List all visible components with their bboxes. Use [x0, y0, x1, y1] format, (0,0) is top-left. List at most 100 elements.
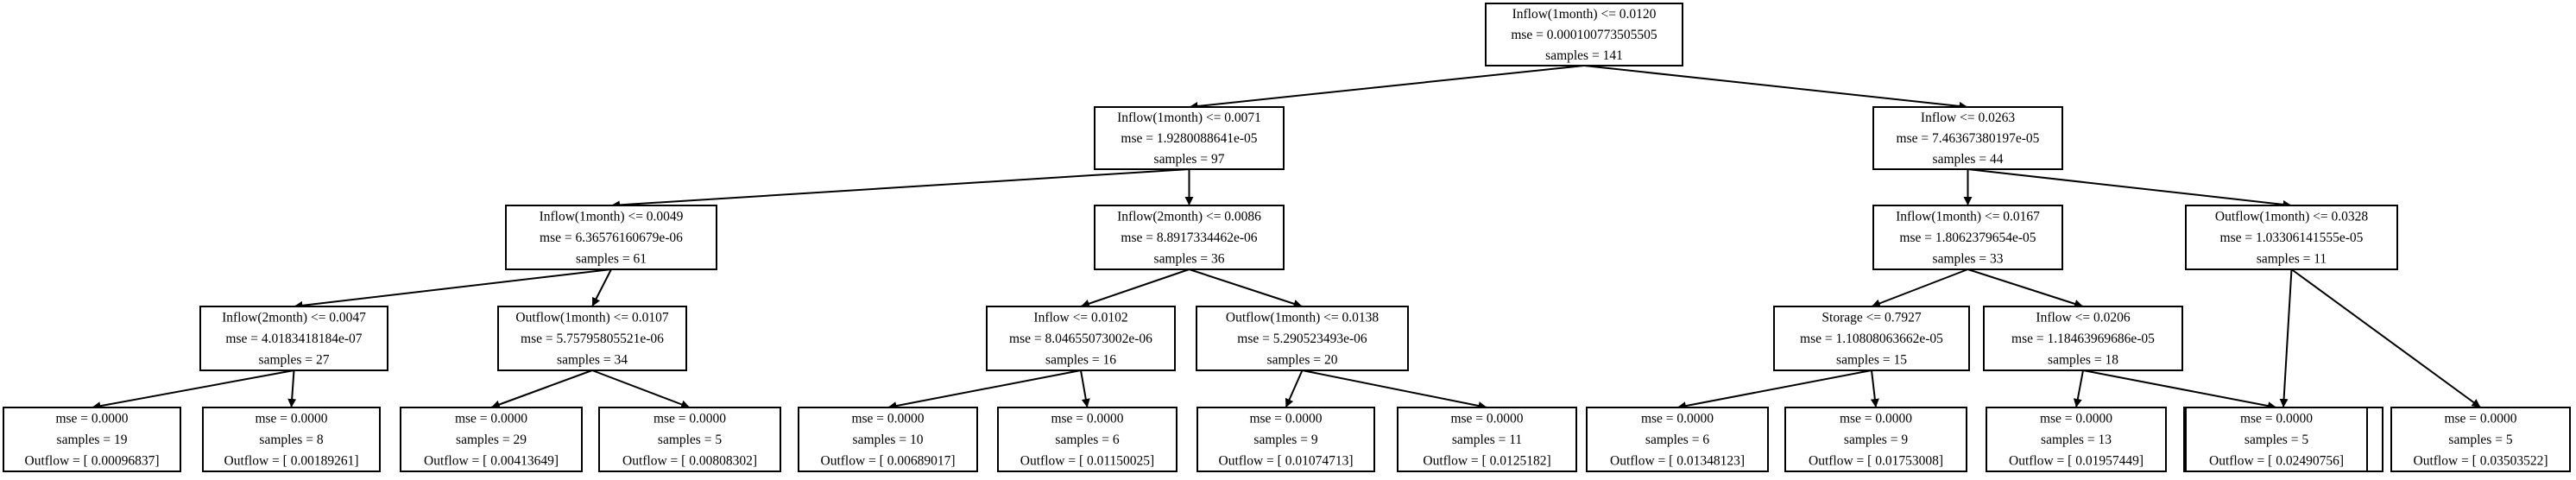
- node-box: [997, 407, 1178, 472]
- node-mse-text: mse = 1.9280088641e-05: [1121, 131, 1257, 146]
- tree-edge-arrow: [1870, 369, 1879, 408]
- node-mse-text: mse = 0.0000: [1051, 411, 1123, 426]
- node-box: [1872, 205, 2063, 270]
- node-samples-text: samples = 61: [576, 252, 647, 267]
- node-samples-text: samples = 36: [1154, 252, 1225, 267]
- node-mse-text: mse = 6.36576160679e-06: [540, 231, 683, 245]
- node-mse-text: mse = 4.0183418184e-07: [225, 332, 362, 346]
- tree-edge-arrow: [591, 268, 612, 307]
- tree-edge-arrow: [490, 369, 593, 409]
- node-samples-text: samples = 13: [2041, 433, 2112, 447]
- node-mse-text: mse = 0.0000: [255, 411, 327, 426]
- tree-edge-arrow: [1676, 369, 1872, 411]
- tree-edge-arrow: [2082, 369, 2277, 411]
- tree-edge-arrow: [1583, 65, 1968, 111]
- edge-line: [2073, 369, 2084, 408]
- node-mse-text: mse = 0.0000: [455, 411, 527, 426]
- node-samples-text: samples = 19: [57, 433, 128, 447]
- tree-edge-arrow: [2073, 369, 2084, 408]
- tree-edge-arrow: [1189, 268, 1303, 308]
- tree-edge-arrow: [1080, 369, 1090, 408]
- node-outflow-value-text: Outflow = [ 0.00096837]: [25, 454, 160, 469]
- node-samples-text: samples = 9: [1253, 433, 1317, 447]
- node-samples-text: samples = 34: [557, 353, 628, 368]
- node-box: [1196, 407, 1375, 472]
- node-split-condition-text: Inflow <= 0.0102: [1033, 310, 1127, 325]
- edge-line: [1870, 369, 1879, 408]
- node-samples-text: samples = 18: [2048, 353, 2118, 368]
- node-mse-text: mse = 8.04655073002e-06: [1009, 332, 1152, 346]
- node-split-condition-text: Outflow(1month) <= 0.0107: [515, 310, 668, 325]
- node-samples-text: samples = 8: [259, 433, 323, 447]
- tree-edge-arrow: [1302, 369, 1487, 410]
- node-samples-text: samples = 6: [1055, 433, 1119, 447]
- node-split-condition-text: Outflow(1month) <= 0.0138: [1226, 310, 1379, 325]
- edge-line: [1189, 65, 1585, 111]
- node-split-condition-text: Inflow(1month) <= 0.0120: [1512, 7, 1657, 22]
- edge-line: [591, 268, 612, 307]
- tree-split-node: Inflow <= 0.0102 mse = 8.04655073002e-06 s…: [986, 306, 1176, 371]
- node-mse-text: mse = 0.0000: [2240, 411, 2313, 426]
- node-samples-text: samples = 44: [1933, 152, 2004, 167]
- node-samples-text: samples = 97: [1154, 152, 1225, 167]
- node-box: [202, 407, 381, 472]
- node-samples-text: samples = 16: [1045, 353, 1116, 368]
- node-split-condition-text: Inflow(1month) <= 0.0049: [540, 209, 684, 224]
- node-samples-text: samples = 141: [1545, 48, 1623, 63]
- edge-line: [1967, 168, 2292, 209]
- tree-leaf-node: mse = 0.0000 samples = 8 Outflow = [ 0.001…: [202, 407, 381, 472]
- node-box: [199, 306, 388, 371]
- node-samples-text: samples = 5: [2245, 433, 2308, 447]
- node-mse-text: mse = 0.0000: [1249, 411, 1322, 426]
- edge-line: [610, 168, 1190, 210]
- node-mse-text: mse = 0.0000: [2444, 411, 2516, 426]
- edge-line: [2279, 268, 2293, 408]
- node-box: [1872, 106, 2063, 170]
- tree-edge-arrow: [591, 369, 691, 409]
- node-box: [1986, 407, 2167, 472]
- node-split-condition-text: Inflow(1month) <= 0.0071: [1117, 111, 1261, 125]
- tree-edges: [92, 65, 2482, 411]
- node-mse-text: mse = 1.8062379654e-05: [1899, 231, 2036, 245]
- node-mse-text: mse = 8.8917334462e-06: [1121, 231, 1257, 245]
- node-mse-text: mse = 1.18463969686e-05: [2011, 332, 2155, 346]
- node-mse-text: mse = 0.000100773505505: [1511, 28, 1657, 42]
- edge-line: [1189, 268, 1303, 308]
- edge-line: [2082, 369, 2277, 411]
- edge-line: [490, 369, 593, 409]
- node-box: [1983, 306, 2183, 371]
- node-mse-text: mse = 0.0000: [55, 411, 128, 426]
- edge-line: [294, 268, 612, 310]
- tree-edge-arrow: [610, 168, 1190, 210]
- node-box: [2390, 407, 2571, 472]
- node-outflow-value-text: Outflow = [ 0.00189261]: [224, 454, 359, 469]
- edge-line: [92, 369, 294, 411]
- node-box: [1485, 3, 1683, 66]
- node-box: [1094, 205, 1285, 270]
- node-outflow-value-text: Outflow = [ 0.00689017]: [821, 454, 956, 469]
- tree-split-node: Inflow(1month) <= 0.0120 mse = 0.00010077…: [1485, 3, 1683, 66]
- edge-line: [1676, 369, 1872, 411]
- node-split-condition-text: Outflow(1month) <= 0.0328: [2215, 209, 2368, 224]
- node-box: [400, 407, 583, 472]
- tree-edge-arrow: [1967, 268, 2084, 308]
- tree-split-node: Inflow <= 0.0263 mse = 7.46367380197e-05 s…: [1872, 106, 2063, 170]
- tree-edge-arrow: [1189, 65, 1585, 111]
- node-mse-text: mse = 1.03306141555e-05: [2220, 231, 2364, 245]
- node-samples-text: samples = 27: [259, 353, 330, 368]
- node-mse-text: mse = 7.46367380197e-05: [1897, 131, 2040, 146]
- node-mse-text: mse = 5.75795805521e-06: [521, 332, 664, 346]
- node-mse-text: mse = 0.0000: [653, 411, 726, 426]
- tree-leaf-node: mse = 0.0000 samples = 19 Outflow = [ 0.00…: [3, 407, 181, 472]
- node-box: [1397, 407, 1577, 472]
- node-box: [505, 205, 717, 270]
- node-box: [598, 407, 781, 472]
- node-split-condition-text: Inflow <= 0.0263: [1921, 111, 2015, 125]
